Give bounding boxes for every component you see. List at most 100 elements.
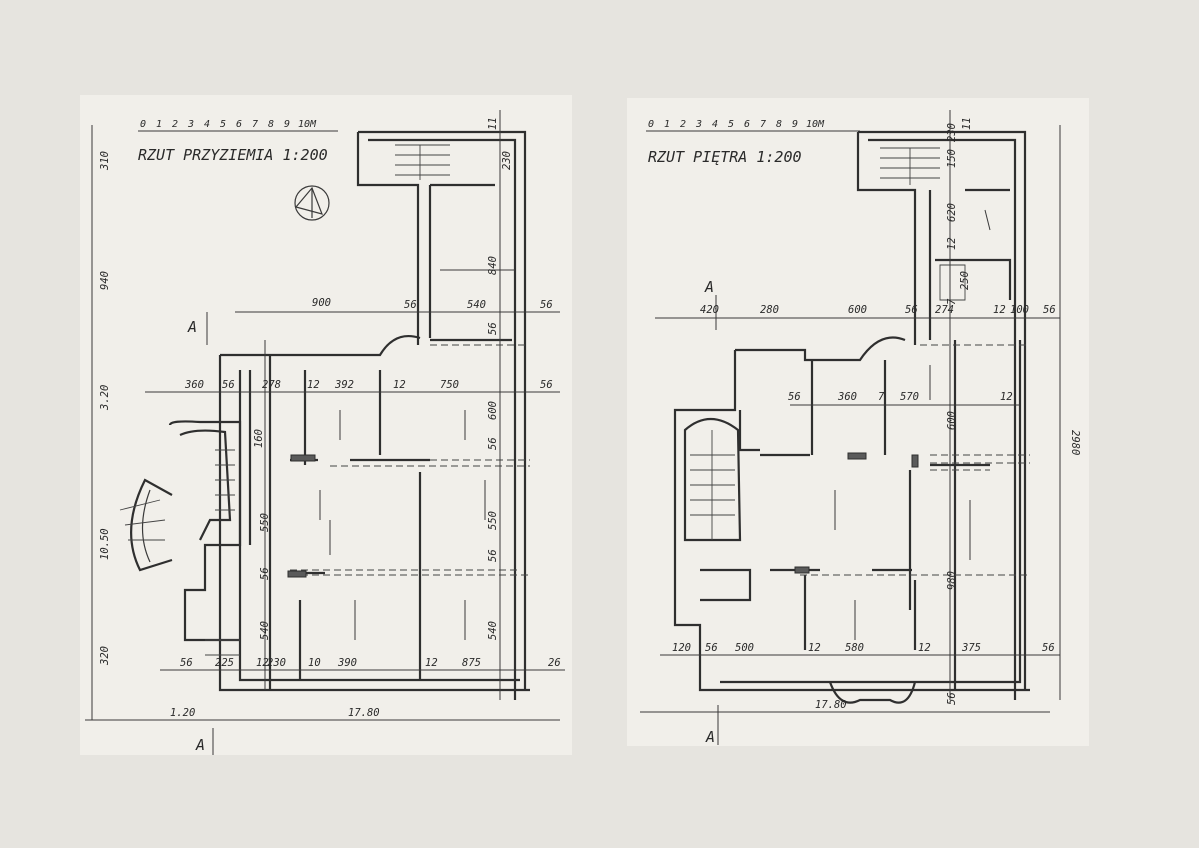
dimensions-right <box>640 110 1061 713</box>
dim-label: 11 <box>487 117 499 130</box>
dim-label: 310 <box>99 151 111 171</box>
dim-label: 150 <box>946 149 958 168</box>
scale-tick: 3 <box>187 119 194 130</box>
scale-tick: 9 <box>284 119 290 130</box>
section-mark: A <box>704 278 714 296</box>
dim-label: 230 <box>946 123 958 142</box>
dim-label: 320 <box>99 646 111 666</box>
dim-label: 500 <box>735 642 754 654</box>
dim-label: 12 <box>946 237 958 250</box>
stair-hatch <box>690 147 966 540</box>
column <box>290 454 316 462</box>
walls-upper-floor <box>673 130 1030 704</box>
scale-tick: 0 <box>140 119 146 130</box>
dim-label: 17.80 <box>815 699 847 711</box>
dim-label: 10 <box>308 657 321 669</box>
dim-label: 600 <box>946 411 958 430</box>
dim-label: 980 <box>946 571 958 590</box>
dim-label: 900 <box>312 297 331 309</box>
dim-label: 56 <box>259 567 271 580</box>
dim-label: 360 <box>184 379 204 391</box>
dim-label: 12 <box>256 657 269 669</box>
dim-label: 375 <box>961 642 981 654</box>
dim-label: 56 <box>946 692 958 705</box>
dim-label: 278 <box>262 379 281 391</box>
plan-card-right <box>627 98 1089 746</box>
scale-tick: 2 <box>680 119 686 130</box>
walls-ground-floor <box>130 130 530 700</box>
dim-label: 550 <box>487 511 499 530</box>
dim-label: 12 <box>393 379 406 391</box>
scale-tick: 3 <box>695 119 702 130</box>
dim-label: 56 <box>705 642 718 654</box>
dim-label: 600 <box>848 304 867 316</box>
ground-floor-plan: 0 1 2 3 4 5 6 7 8 9 10M RZUT PRZYZIEMIA … <box>80 95 572 755</box>
dim-label: 10.50 <box>99 528 111 560</box>
section-mark: A <box>187 318 197 336</box>
dim-label: 540 <box>467 299 486 311</box>
stair-hatch <box>119 144 450 671</box>
plan-title: RZUT PRZYZIEMIA 1:200 <box>138 146 328 164</box>
dim-label: 840 <box>487 256 499 275</box>
dim-label: 2980 <box>1069 430 1081 455</box>
dim-label: 56 <box>540 379 553 391</box>
dim-label: 56 <box>180 657 193 669</box>
scale-tick: 9 <box>792 119 798 130</box>
dim-label: 56 <box>487 437 499 450</box>
dim-label: 56 <box>905 304 918 316</box>
scale-tick: 2 <box>172 119 178 130</box>
upper-floor-plan: 0 1 2 3 4 5 6 7 8 9 10M RZUT PIĘTRA 1:20… <box>627 98 1089 746</box>
scale-tick: 6 <box>744 119 750 130</box>
dim-label: 940 <box>99 271 111 290</box>
dim-label: 56 <box>487 322 499 335</box>
scale-tick: 10M <box>298 119 317 130</box>
dim-label: 620 <box>946 203 958 222</box>
column <box>287 570 307 578</box>
scale-tick: 1 <box>156 119 162 130</box>
dim-label: 360 <box>837 391 857 403</box>
dim-label: 230 <box>267 657 286 669</box>
plan-card-left <box>80 95 572 755</box>
dim-label: 56 <box>487 549 499 562</box>
dim-label: 26 <box>548 657 561 669</box>
column <box>794 566 810 574</box>
dim-label: 540 <box>487 621 499 640</box>
scale-bar-left: 0 1 2 3 4 5 6 7 8 9 10M <box>138 119 338 132</box>
dim-label: 750 <box>440 379 459 391</box>
scale-tick: 7 <box>252 119 258 130</box>
dim-label: 56 <box>1042 642 1055 654</box>
column <box>847 452 867 460</box>
dimensions-left <box>85 110 565 721</box>
dim-label: 56 <box>222 379 235 391</box>
dim-label: 12 <box>307 379 320 391</box>
dim-label: 1.20 <box>170 707 195 719</box>
plan-title: RZUT PIĘTRA 1:200 <box>648 148 802 166</box>
column <box>911 454 919 468</box>
dim-label: 56 <box>788 391 801 403</box>
dim-label: 100 <box>1010 304 1029 316</box>
scale-tick: 5 <box>220 119 226 130</box>
scale-tick: 8 <box>776 119 782 130</box>
dim-label: 280 <box>760 304 779 316</box>
dim-label: 56 <box>404 299 417 311</box>
dim-label: 3.20 <box>99 385 111 411</box>
dim-label: 274 <box>935 304 954 316</box>
scale-tick: 7 <box>760 119 766 130</box>
dim-label: 12 <box>918 642 931 654</box>
scale-tick: 4 <box>204 119 210 130</box>
dim-label: 225 <box>215 657 234 669</box>
dim-label: 7 <box>946 298 958 305</box>
dim-label: 420 <box>700 304 719 316</box>
dim-label: 550 <box>259 513 271 532</box>
dim-label: 17.80 <box>348 707 380 719</box>
section-mark: A <box>195 736 205 754</box>
dim-label: 570 <box>900 391 919 403</box>
dim-label: 12 <box>1000 391 1013 403</box>
scale-tick: 4 <box>712 119 718 130</box>
dim-label: 56 <box>1043 304 1056 316</box>
scale-tick: 0 <box>648 119 654 130</box>
dim-label: 390 <box>337 657 357 669</box>
dim-label: 250 <box>959 271 971 290</box>
dim-label: 230 <box>501 151 513 170</box>
